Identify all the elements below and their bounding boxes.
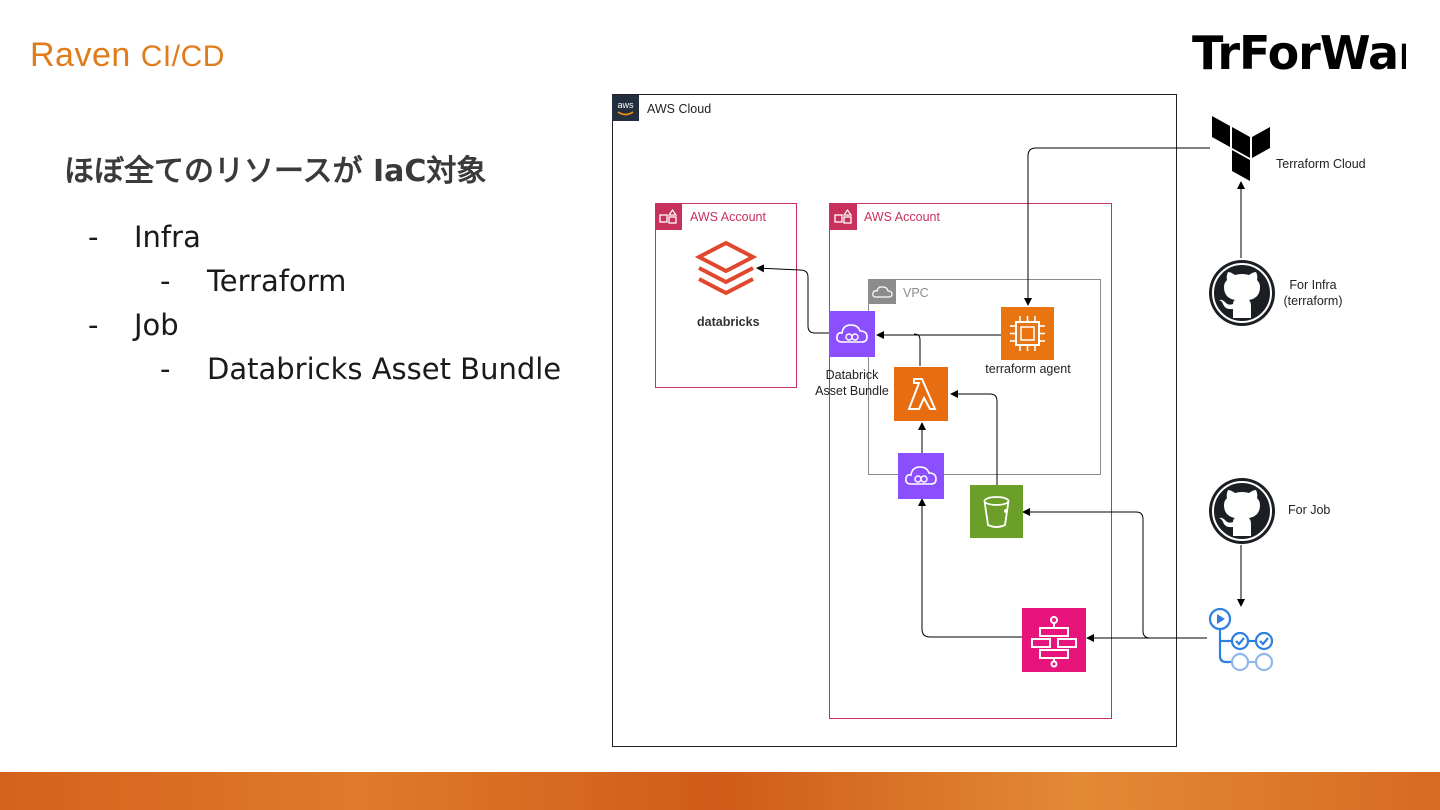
brand-suffix: CI/CD xyxy=(140,40,225,73)
company-logo-text: TrForWard xyxy=(1192,34,1406,74)
github-icon xyxy=(1208,258,1276,328)
arrow-s3-to-lambda xyxy=(950,390,998,485)
databricks-label: databricks xyxy=(697,315,760,329)
arrow-tfc-to-ec2 xyxy=(1024,147,1210,306)
vpc-label: VPC xyxy=(903,286,929,300)
aws-badge-text: aws xyxy=(617,100,634,110)
bullet-text: Terraform xyxy=(207,264,347,298)
brand-title: Raven CI/CD xyxy=(30,36,225,75)
aws-account-right-group xyxy=(829,203,1112,719)
footer-band xyxy=(0,772,1440,810)
bullet-dash: - xyxy=(160,352,171,386)
github-actions-icon xyxy=(1207,606,1275,672)
aws-cloud-group xyxy=(612,94,1177,747)
api-cloud-icon xyxy=(898,453,944,499)
arrow-lambda-to-dab xyxy=(913,333,921,366)
dab-cloud-icon xyxy=(829,311,875,357)
account-icon xyxy=(830,204,857,230)
bullet-dab: - Databricks Asset Bundle xyxy=(160,352,561,386)
bullet-dash: - xyxy=(88,308,99,342)
bullet-text: Databricks Asset Bundle xyxy=(207,352,562,386)
ec2-label: terraform agent xyxy=(985,362,1071,376)
lambda-icon xyxy=(894,367,948,421)
aws-account-right-label: AWS Account xyxy=(864,210,940,224)
bullet-dash: - xyxy=(160,264,171,298)
aws-cloud-label: AWS Cloud xyxy=(647,102,712,116)
vpc-group xyxy=(868,279,1101,475)
ec2-chip-icon xyxy=(1001,307,1054,360)
dab-label-line2: Asset Bundle xyxy=(815,384,889,398)
terraform-cloud-label: Terraform Cloud xyxy=(1276,157,1366,171)
step-functions-icon xyxy=(1022,608,1086,672)
bullet-infra: - Infra xyxy=(88,220,201,254)
bullet-terraform: - Terraform xyxy=(160,264,346,298)
github-infra-label-line2: (terraform) xyxy=(1283,294,1343,308)
bullet-text: Job xyxy=(134,308,179,342)
github-job-label: For Job xyxy=(1288,503,1331,517)
arrow-dab-to-databricks xyxy=(756,264,829,334)
databricks-logo-icon xyxy=(695,240,757,302)
dab-label-line1: Databrick xyxy=(825,368,879,382)
terraform-logo-icon xyxy=(1212,116,1270,182)
aws-account-left-label: AWS Account xyxy=(690,210,766,224)
bullet-text: Infra xyxy=(134,220,201,254)
aws-account-left-group xyxy=(655,203,797,388)
aws-logo-icon: aws xyxy=(612,95,639,121)
bullet-dash: - xyxy=(88,220,99,254)
github-infra-label-line1: For Infra xyxy=(1289,278,1337,292)
account-icon xyxy=(655,204,682,230)
s3-bucket-icon xyxy=(970,485,1023,538)
arrow-stepfunctions-to-apigw xyxy=(918,498,1022,638)
slide-heading: ほぼ全てのリソースが IaC対象 xyxy=(64,154,487,189)
github-icon xyxy=(1208,476,1276,546)
bullet-job: - Job xyxy=(88,308,179,342)
vpc-cloud-icon xyxy=(869,280,896,304)
brand-name: Raven xyxy=(30,36,131,74)
company-logo: TrForWard xyxy=(1192,34,1406,74)
